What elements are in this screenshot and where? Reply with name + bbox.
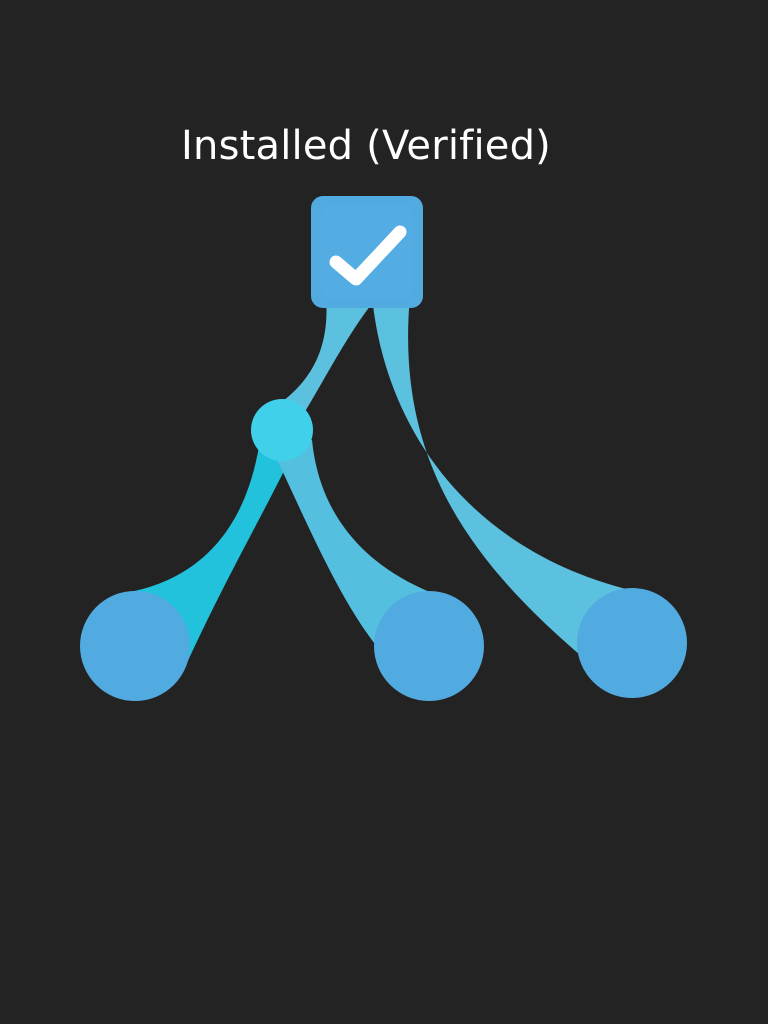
leaf-node-middle [374, 591, 484, 701]
checkmark-icon [329, 225, 407, 286]
leaf-node-left [80, 591, 190, 701]
leaf-node-right [577, 588, 687, 698]
junction-node [251, 399, 313, 461]
status-title: Installed (Verified) [181, 123, 551, 169]
branch-to-junction [270, 296, 378, 420]
branch-middle [275, 440, 440, 648]
